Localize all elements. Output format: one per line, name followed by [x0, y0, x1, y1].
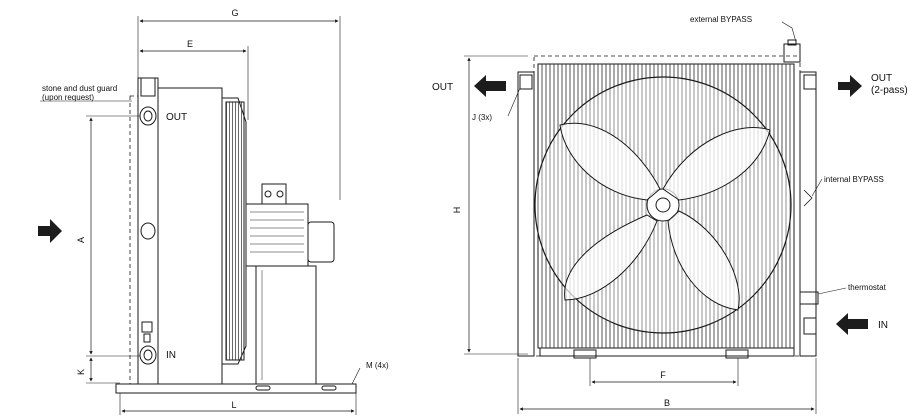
dimension-a	[86, 115, 140, 384]
fan-blade	[662, 126, 771, 201]
dimension-f	[589, 358, 739, 386]
connections-label: J (3x)	[472, 113, 492, 122]
out-port	[139, 106, 157, 126]
motor-end-cap	[307, 221, 335, 263]
side-view	[40, 16, 361, 415]
foot-right	[725, 349, 749, 359]
thermostat-leader	[817, 287, 847, 295]
internal-bypass-label: internal BYPASS	[824, 175, 884, 184]
in-label: IN	[166, 350, 176, 361]
internal-bypass-leader	[811, 178, 823, 197]
drain-plug	[141, 321, 153, 333]
foot-left	[573, 349, 597, 359]
guard-label-line1: stone and dust guard	[42, 84, 117, 93]
motor-support	[255, 265, 317, 385]
dimension-l	[119, 393, 357, 415]
out-left-arrow	[474, 75, 506, 97]
left-out-port	[519, 74, 533, 90]
dimension-b	[517, 358, 817, 414]
dim-label-b: B	[664, 398, 670, 408]
terminal-box	[261, 183, 287, 205]
dim-label-f: F	[660, 370, 666, 380]
external-bypass-valve	[783, 43, 801, 63]
mount-label: M (4x)	[366, 361, 389, 370]
right-out-port	[803, 74, 817, 90]
front-view	[464, 21, 847, 414]
out-right-arrow	[838, 75, 862, 97]
right-in-port	[803, 317, 817, 335]
out-label: OUT	[166, 112, 187, 123]
left-side-frame	[517, 71, 535, 357]
connections-leader	[507, 87, 521, 117]
mid-port	[140, 222, 156, 240]
motor-body	[245, 203, 309, 267]
external-bypass-label: external BYPASS	[690, 15, 752, 24]
in-right-label: IN	[878, 320, 888, 331]
in-right-arrow	[836, 313, 868, 335]
fan-blade	[564, 214, 658, 301]
top-guard-outline	[533, 55, 801, 357]
dim-label-e: E	[187, 39, 193, 49]
dim-label-k: K	[76, 369, 86, 375]
fan-blade	[559, 122, 661, 201]
dim-label-l: L	[231, 400, 236, 410]
out-left-label: OUT	[432, 82, 453, 93]
air-in-arrow	[38, 219, 62, 243]
right-side-frame	[799, 71, 817, 357]
cooler-core	[157, 87, 223, 385]
dimension-h	[464, 55, 528, 355]
dim-label-g: G	[231, 8, 238, 18]
dim-label-a: A	[76, 237, 86, 243]
thermostat-body	[799, 291, 819, 305]
out-right-label-line2: (2-pass)	[871, 85, 908, 96]
base-frame	[115, 383, 357, 394]
out-right-label-line1: OUT	[871, 73, 892, 84]
fan-guard	[225, 101, 245, 361]
internal-bypass-mark	[803, 189, 813, 207]
dimension-e	[139, 46, 249, 120]
external-bypass-leader	[781, 21, 797, 43]
guard-label-line2: (upon request)	[42, 93, 94, 102]
mount-leader	[351, 367, 361, 385]
thermostat-label: thermostat	[848, 283, 887, 292]
fan-shroud	[221, 97, 247, 365]
fan-blade	[667, 210, 740, 311]
dim-label-h: H	[452, 207, 462, 214]
stone-guard	[129, 95, 139, 385]
top-cap	[140, 77, 156, 97]
in-port	[139, 345, 157, 365]
